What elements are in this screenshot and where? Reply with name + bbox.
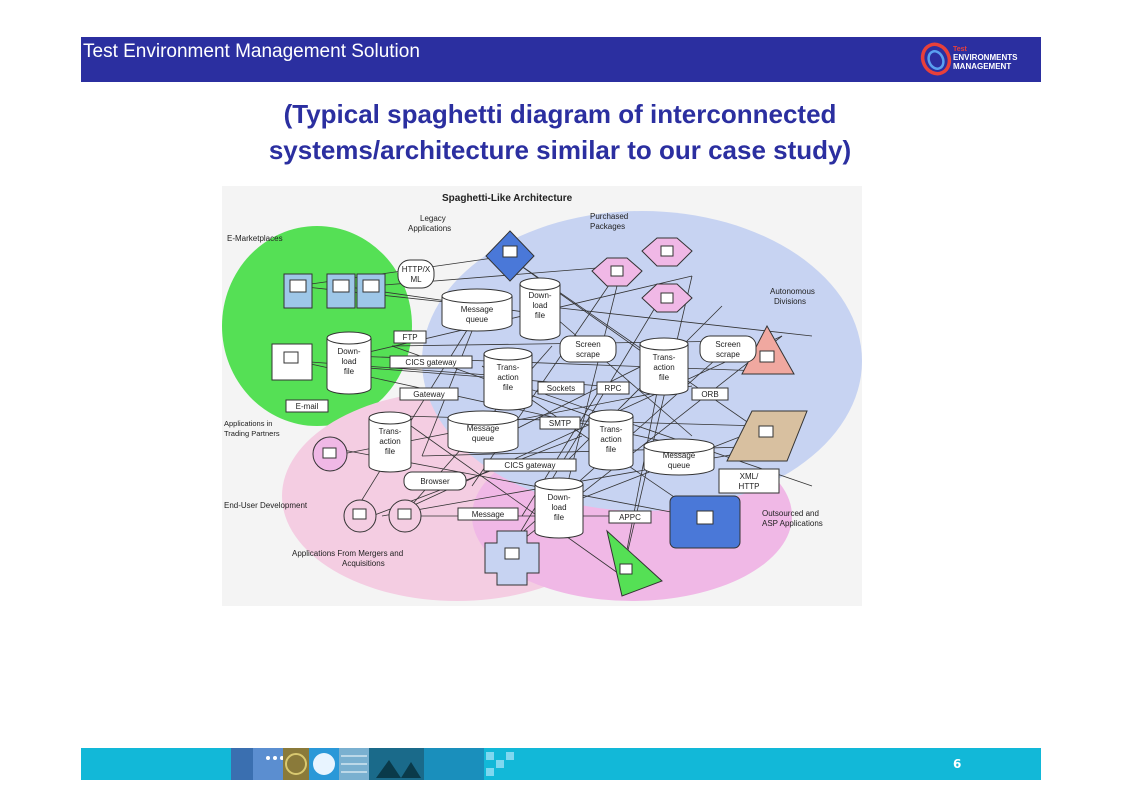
computer-icon xyxy=(362,279,380,293)
label: ML xyxy=(410,275,422,284)
label: file xyxy=(503,383,514,392)
label: action xyxy=(379,437,400,446)
label: Message xyxy=(472,510,505,519)
label: FTP xyxy=(402,333,417,342)
label-autonomous-2: Divisions xyxy=(774,297,806,306)
label-e-marketplaces: E-Marketplaces xyxy=(227,234,283,243)
label-mergers-2: Acquisitions xyxy=(342,559,385,568)
label: load xyxy=(341,357,356,366)
computer-icon xyxy=(610,265,624,277)
green-triangle-node xyxy=(606,529,663,597)
computer-icon xyxy=(332,279,350,293)
label-mergers-1: Applications From Mergers and xyxy=(292,549,403,558)
label: Trans- xyxy=(653,353,676,362)
label: scrape xyxy=(576,350,601,359)
tem-logo: Test ENVIRONMENTS MANAGEMENT xyxy=(919,40,1037,78)
label: CICS gateway xyxy=(504,461,555,470)
label: queue xyxy=(472,434,495,443)
label: Message xyxy=(467,424,500,433)
computer-icon xyxy=(759,350,775,363)
logo-swirl-icon xyxy=(920,42,952,76)
label: Down- xyxy=(547,493,570,502)
label: file xyxy=(659,373,670,382)
label-purchased-2: Packages xyxy=(590,222,625,231)
label: Message xyxy=(663,451,696,460)
label: HTTP xyxy=(739,482,760,491)
label-end-user: End-User Development xyxy=(224,501,308,510)
computer-icon xyxy=(504,547,520,560)
label: file xyxy=(344,367,355,376)
label: queue xyxy=(466,315,489,324)
label: file xyxy=(606,445,617,454)
connector-labels: HTTP/X ML FTP CICS gateway Gateway E-mai… xyxy=(296,265,760,522)
label: action xyxy=(600,435,621,444)
slide-heading: (Typical spaghetti diagram of interconne… xyxy=(150,96,970,168)
computer-icon xyxy=(322,447,337,459)
label: load xyxy=(551,503,566,512)
cylinder-shapes xyxy=(326,277,715,539)
computer-icon xyxy=(397,508,412,520)
label: SMTP xyxy=(549,419,571,428)
label: Sockets xyxy=(547,384,575,393)
label-outsourced-2: ASP Applications xyxy=(762,519,823,528)
computer-icon xyxy=(502,245,518,258)
footer-decorative-strip xyxy=(231,748,514,780)
label-legacy-2: Applications xyxy=(408,224,451,233)
logo-text-management: MANAGEMENT xyxy=(953,62,1011,71)
computer-icon xyxy=(619,563,633,575)
heading-line-1: (Typical spaghetti diagram of interconne… xyxy=(283,99,837,129)
footer-bar: 6 xyxy=(81,748,1041,780)
label: file xyxy=(385,447,396,456)
computer-icon xyxy=(289,279,307,293)
label: Screen xyxy=(575,340,600,349)
label-trading-2: Trading Partners xyxy=(224,429,280,438)
label: APPC xyxy=(619,513,641,522)
label: Trans- xyxy=(497,363,520,372)
header-title: Test Environment Management Solution xyxy=(83,41,420,62)
label: ORB xyxy=(701,390,718,399)
connector-boxes xyxy=(285,259,780,524)
label-legacy-1: Legacy xyxy=(420,214,446,223)
label: E-mail xyxy=(296,402,319,411)
computer-icon xyxy=(758,425,774,438)
heading-line-2: systems/architecture similar to our case… xyxy=(268,135,852,165)
logo-text-environments: ENVIRONMENTS xyxy=(953,53,1018,62)
computer-icon xyxy=(283,351,299,364)
computer-icon xyxy=(660,245,674,257)
label: Screen xyxy=(715,340,740,349)
label-purchased-1: Purchased xyxy=(590,212,628,221)
label: Message xyxy=(461,305,494,314)
logo-text-test: Test xyxy=(953,46,968,53)
label: action xyxy=(497,373,518,382)
header-bar: Test Environment Management Solution Tes… xyxy=(81,37,1041,82)
spaghetti-architecture-diagram: Spaghetti-Like Architecture E-Marketplac… xyxy=(222,186,862,606)
label: file xyxy=(554,513,565,522)
label: action xyxy=(653,363,674,372)
label: scrape xyxy=(716,350,741,359)
page-number: 6 xyxy=(953,757,962,771)
label: RPC xyxy=(605,384,622,393)
computer-icon xyxy=(696,510,714,525)
label-outsourced-1: Outsourced and xyxy=(762,509,819,518)
computer-icon xyxy=(352,508,367,520)
region-e-marketplaces xyxy=(222,226,412,426)
label: load xyxy=(532,301,547,310)
label: queue xyxy=(668,461,691,470)
label: HTTP/X xyxy=(402,265,431,274)
label: Down- xyxy=(528,291,551,300)
label: Browser xyxy=(420,477,450,486)
label: Trans- xyxy=(379,427,402,436)
cylinder-labels: Message queue Down- load file Down- load… xyxy=(337,291,695,522)
label-autonomous-1: Autonomous xyxy=(770,287,815,296)
computer-icon xyxy=(660,292,674,304)
diagram-title: Spaghetti-Like Architecture xyxy=(442,193,573,204)
label: CICS gateway xyxy=(405,358,456,367)
label: Down- xyxy=(337,347,360,356)
label: Gateway xyxy=(413,390,445,399)
label: file xyxy=(535,311,546,320)
label: Trans- xyxy=(600,425,623,434)
label-trading-1: Applications in xyxy=(224,419,272,428)
label: XML/ xyxy=(740,472,759,481)
